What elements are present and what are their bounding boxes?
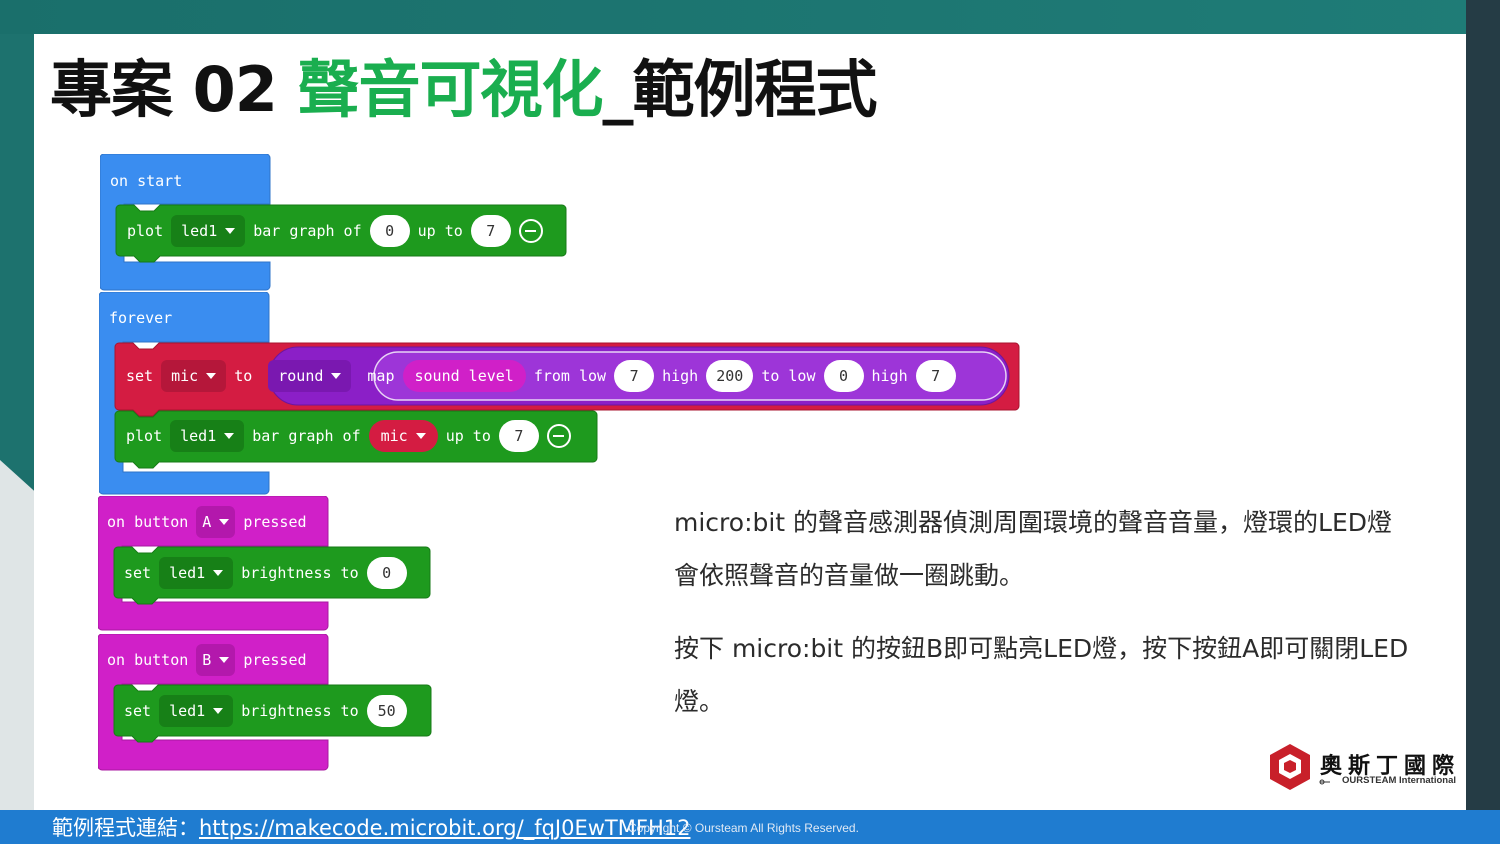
example-program-link[interactable]: https://makecode.microbit.org/_fqJ0EwTMF… [199,816,691,840]
forever-block[interactable]: forever set mic to round map sound level… [99,292,1023,498]
from-low-input[interactable]: 7 [614,360,655,392]
from-high-input[interactable]: 200 [706,360,754,392]
footer-bar [0,810,1500,844]
brightness-label: brightness to [241,702,359,720]
chevron-down-icon [213,570,224,576]
bar-graph-label: bar graph of [252,427,361,445]
led-dropdown[interactable]: led1 [159,557,234,589]
high-label-2: high [871,367,908,385]
title-suffix: _範例程式 [602,53,877,126]
description-paragraph-2: 按下 micro:bit 的按鈕B即可點亮LED燈，按下按鈕A即可關閉LED燈。 [674,634,1409,716]
button-b-block[interactable]: on button B pressed set led1 brightness … [98,634,434,772]
description-paragraph-1: micro:bit 的聲音感測器偵測周圍環境的聲音音量，燈環的LED燈會依照聲音… [674,508,1393,590]
forever-label: forever [109,309,173,327]
to-low-label: to low [761,367,816,385]
max-input[interactable]: 7 [498,420,539,452]
led-dropdown[interactable]: led1 [170,420,245,452]
button-a-block[interactable]: on button A pressed set led1 brightness … [98,496,434,632]
on-button-label: on button [107,513,189,531]
on-button-label: on button [107,651,189,669]
up-to-label: up to [417,222,463,240]
from-low-label: from low [533,367,607,385]
set-keyword: set [126,367,154,385]
logo-name: 奧斯丁國際 [1320,754,1461,779]
chevron-down-icon [224,433,235,439]
background-left [0,0,34,470]
chevron-down-icon [331,373,342,379]
brightness-label: brightness to [241,564,359,582]
max-input[interactable]: 7 [470,215,511,247]
round-dropdown[interactable]: round [268,360,352,392]
forever-shape [99,292,1020,495]
minus-icon[interactable] [546,424,571,448]
bar-graph-label: bar graph of [253,222,362,240]
set-keyword: set [124,564,152,582]
pressed-label: pressed [243,651,307,669]
footer-link-line: 範例程式連結：https://makecode.microbit.org/_fq… [52,812,690,842]
brightness-input[interactable]: 0 [366,557,407,589]
title-prefix: 專案 02 [50,53,298,126]
high-label: high [662,367,699,385]
to-label: to [234,367,253,385]
chevron-down-icon [415,433,426,439]
up-to-label: up to [445,427,491,445]
sound-level-block[interactable]: sound level [402,360,526,392]
description: micro:bit 的聲音感測器偵測周圍環境的聲音音量，燈環的LED燈會依照聲音… [674,496,1414,748]
map-label: map [367,367,395,385]
background-top [0,0,1500,34]
button-dropdown[interactable]: B [196,644,236,676]
set-keyword: set [124,702,152,720]
mic-variable[interactable]: mic [368,420,438,452]
chevron-down-icon [213,708,224,714]
led-dropdown[interactable]: led1 [159,695,234,727]
brightness-input[interactable]: 50 [366,695,407,727]
chevron-down-icon [225,228,236,234]
logo-subtitle: OURSTEAM International [1342,775,1457,786]
to-high-input[interactable]: 7 [915,360,956,392]
chevron-down-icon [219,519,230,525]
var-dropdown[interactable]: mic [161,360,227,392]
pressed-label: pressed [243,513,307,531]
oursteam-logo-icon [1270,744,1330,790]
button-dropdown[interactable]: A [196,506,236,538]
to-low-input[interactable]: 0 [823,360,864,392]
chevron-down-icon [206,373,217,379]
value-input[interactable]: 0 [369,215,410,247]
page-title: 專案 02 聲音可視化_範例程式 [50,50,877,130]
plot-keyword: plot [126,427,163,445]
background-left-grey [0,460,34,844]
title-highlight: 聲音可視化 [297,53,603,126]
minus-icon[interactable] [518,219,543,243]
plot-keyword: plot [127,222,164,240]
on-start-block[interactable]: on start plot led1 bar graph of 0 up to … [100,154,572,294]
chevron-down-icon [219,657,230,663]
footer-label: 範例程式連結： [52,816,199,840]
copyright-text: Copyright © Oursteam All Rights Reserved… [628,821,859,835]
led-dropdown[interactable]: led1 [171,215,246,247]
on-start-label: on start [110,172,183,190]
background-right [1466,0,1500,844]
